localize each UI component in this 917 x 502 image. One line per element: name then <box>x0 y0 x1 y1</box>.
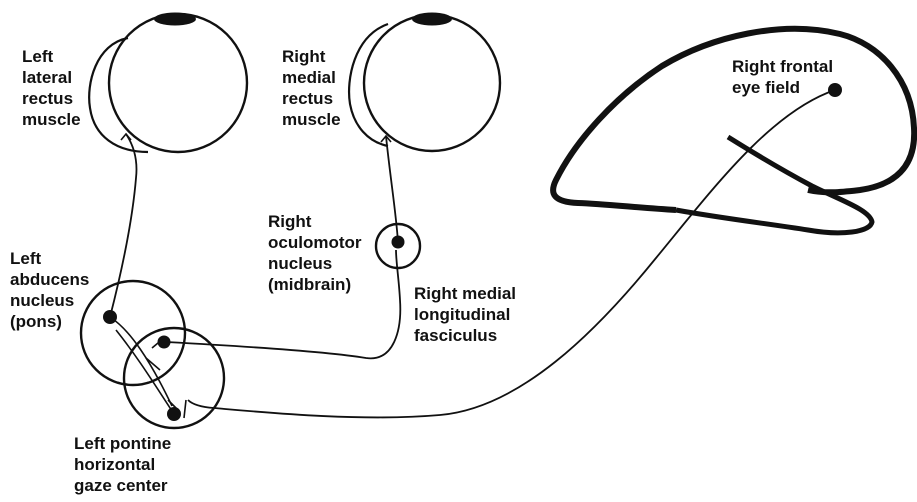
label-left-pontine-horizontal-gaze-center: Left pontine horizontal gaze center <box>74 433 171 496</box>
left-lateral-rectus-muscle-shape <box>89 38 148 152</box>
label-line: muscle <box>22 109 81 130</box>
label-line: nucleus <box>268 253 362 274</box>
label-line: abducens <box>10 269 89 290</box>
left-eye <box>89 13 247 153</box>
left-cornea <box>154 13 196 26</box>
label-line: Right <box>268 211 362 232</box>
label-line: (midbrain) <box>268 274 362 295</box>
label-line: eye field <box>732 77 833 98</box>
label-line: Right frontal <box>732 56 833 77</box>
right-eyeball <box>364 15 500 151</box>
neuron-dots <box>103 83 842 421</box>
label-right-oculomotor-nucleus: Right oculomotor nucleus (midbrain) <box>268 211 362 295</box>
label-line: medial <box>282 67 341 88</box>
label-line: (pons) <box>10 311 89 332</box>
label-line: longitudinal <box>414 304 516 325</box>
interneuron-branch <box>146 338 186 418</box>
label-line: gaze center <box>74 475 171 496</box>
gaze-center-neuron <box>167 407 181 421</box>
right-eye <box>349 13 500 152</box>
label-left-abducens-nucleus: Left abducens nucleus (pons) <box>10 248 89 332</box>
right-cornea <box>412 13 452 26</box>
label-line: horizontal <box>74 454 171 475</box>
label-line: muscle <box>282 109 341 130</box>
label-left-lateral-rectus-muscle: Left lateral rectus muscle <box>22 46 81 130</box>
label-line: Right medial <box>414 283 516 304</box>
label-line: nucleus <box>10 290 89 311</box>
label-line: Left <box>10 248 89 269</box>
label-right-frontal-eye-field: Right frontal eye field <box>732 56 833 98</box>
left-eyeball <box>109 14 247 152</box>
abducens-neuron <box>103 310 117 324</box>
label-line: Left pontine <box>74 433 171 454</box>
abducens-interneuron-body <box>158 336 171 349</box>
label-line: oculomotor <box>268 232 362 253</box>
label-right-medial-longitudinal-fasciculus: Right medial longitudinal fasciculus <box>414 283 516 346</box>
abducens-nerve-ending <box>121 134 131 140</box>
label-line: Left <box>22 46 81 67</box>
nucleus-circles <box>81 224 420 428</box>
label-line: rectus <box>282 88 341 109</box>
label-line: rectus <box>22 88 81 109</box>
label-line: lateral <box>22 67 81 88</box>
label-line: fasciculus <box>414 325 516 346</box>
abducens-nerve <box>110 134 137 317</box>
label-line: Right <box>282 46 341 67</box>
oculomotor-neuron <box>392 236 405 249</box>
label-right-medial-rectus-muscle: Right medial rectus muscle <box>282 46 341 130</box>
left-abducens-nucleus-circle <box>81 281 185 385</box>
